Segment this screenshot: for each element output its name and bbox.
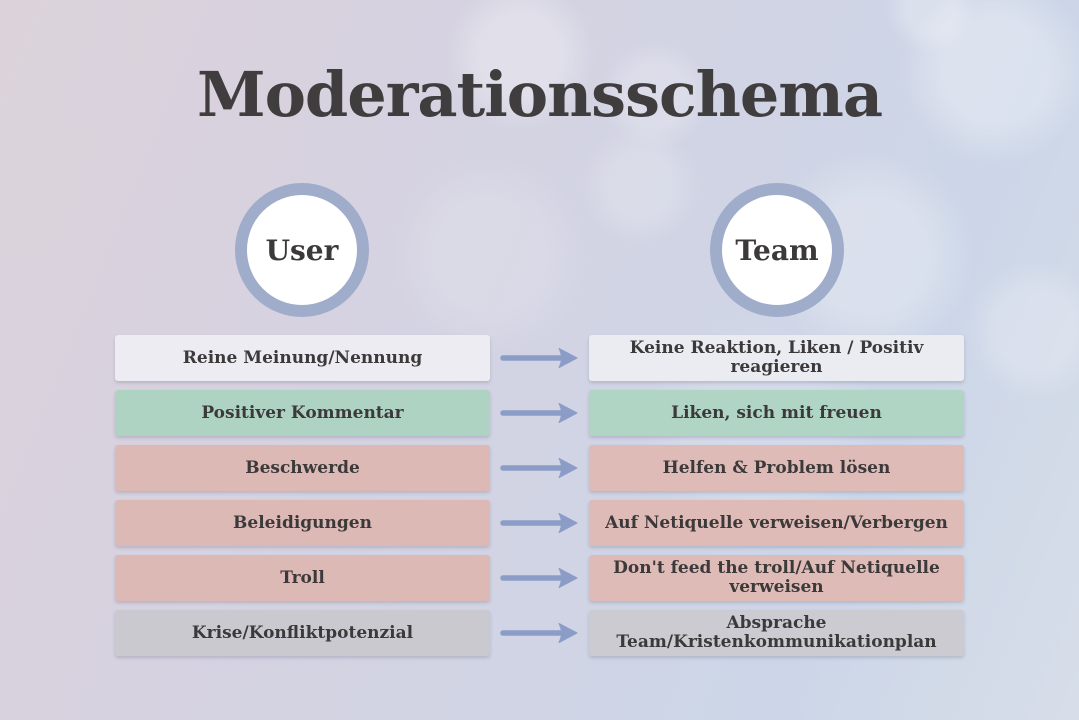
table-row: Beleidigungen Auf Netiquelle verweisen/V… [115, 500, 964, 546]
table-row: Reine Meinung/Nennung Keine Reaktion, Li… [115, 335, 964, 381]
user-case-box: Beschwerde [115, 445, 490, 491]
team-action-box: Liken, sich mit freuen [589, 390, 964, 436]
team-column-label: Team [735, 233, 819, 267]
page-title: Moderationsschema [196, 58, 883, 131]
team-column-header-circle: Team [710, 183, 844, 317]
table-row: Troll Don't feed the troll/Auf Netiquell… [115, 555, 964, 601]
user-case-box: Krise/Konfliktpotenzial [115, 610, 490, 656]
team-action-box: Keine Reaktion, Liken / Positiv reagiere… [589, 335, 964, 381]
team-action-box: Auf Netiquelle verweisen/Verbergen [589, 500, 964, 546]
user-case-box: Positiver Kommentar [115, 390, 490, 436]
arrow-right-icon [490, 500, 589, 546]
arrow-right-icon [490, 445, 589, 491]
team-action-box: Absprache Team/Kristenkommunikationplan [589, 610, 964, 656]
arrow-right-icon [490, 555, 589, 601]
user-case-box: Troll [115, 555, 490, 601]
arrow-right-icon [490, 390, 589, 436]
table-row: Beschwerde Helfen & Problem lösen [115, 445, 964, 491]
user-case-box: Beleidigungen [115, 500, 490, 546]
arrow-right-icon [490, 335, 589, 381]
user-column-header-circle: User [235, 183, 369, 317]
user-case-box: Reine Meinung/Nennung [115, 335, 490, 381]
user-column-label: User [265, 233, 339, 267]
arrow-right-icon [490, 610, 589, 656]
table-row: Positiver Kommentar Liken, sich mit freu… [115, 390, 964, 436]
table-row: Krise/Konfliktpotenzial Absprache Team/K… [115, 610, 964, 656]
team-action-box: Don't feed the troll/Auf Netiquelle verw… [589, 555, 964, 601]
team-action-box: Helfen & Problem lösen [589, 445, 964, 491]
